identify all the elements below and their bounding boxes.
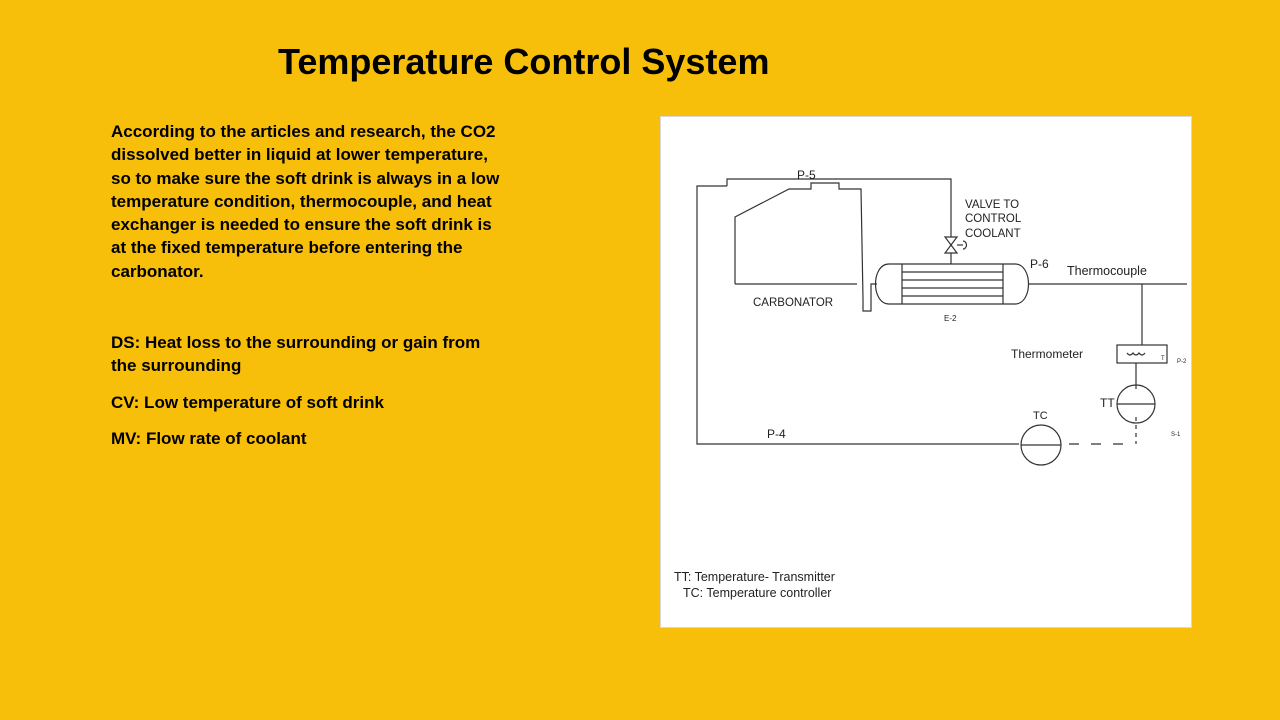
label-valve-3: COOLANT bbox=[965, 228, 1021, 240]
heat-exchanger-e2 bbox=[875, 263, 1029, 305]
label-valve-1: VALVE TO bbox=[965, 199, 1019, 211]
legend-tt: TT: Temperature- Transmitter bbox=[674, 570, 835, 584]
label-tc: TC bbox=[1033, 410, 1048, 422]
intro-line: exchanger is needed to ensure the soft d… bbox=[111, 215, 492, 235]
ds-line: the surrounding bbox=[111, 356, 242, 375]
manipulated-variable-text: MV: Flow rate of coolant bbox=[111, 429, 307, 448]
intro-line: temperature condition, thermocouple, and… bbox=[111, 191, 492, 211]
valve-icon-lower bbox=[943, 244, 959, 254]
legend-tc: TC: Temperature controller bbox=[683, 586, 831, 600]
process-diagram: P-5 VALVE TO CONTROL COOLANT P-6 Thermoc… bbox=[660, 116, 1192, 628]
intro-line: carbonator. bbox=[111, 261, 204, 281]
ds-line: DS: Heat loss to the surrounding or gain… bbox=[111, 333, 481, 352]
label-p4: P-4 bbox=[767, 427, 786, 441]
intro-line: so to make sure the soft drink is always… bbox=[111, 168, 500, 188]
slide-title: Temperature Control System bbox=[278, 41, 770, 82]
label-thermometer-t: T bbox=[1161, 356, 1165, 362]
label-s1: S-1 bbox=[1171, 432, 1181, 438]
label-p6: P-6 bbox=[1030, 257, 1049, 271]
pipe-p5-top bbox=[726, 178, 952, 237]
label-valve-2: CONTROL bbox=[965, 213, 1022, 225]
label-tt: TT bbox=[1100, 396, 1115, 410]
disturbance-text: DS: Heat loss to the surrounding or gain… bbox=[111, 331, 551, 377]
valve-icon bbox=[943, 236, 959, 246]
controlled-variable-text: CV: Low temperature of soft drink bbox=[111, 393, 384, 412]
pipe-p5 bbox=[696, 185, 1019, 445]
label-p2: P-2 bbox=[1177, 359, 1187, 365]
carbonator-vessel bbox=[734, 182, 864, 300]
label-carbonator: CARBONATOR bbox=[753, 297, 833, 309]
label-thermocouple: Thermocouple bbox=[1067, 264, 1147, 278]
label-thermometer: Thermometer bbox=[1011, 347, 1083, 361]
intro-paragraph: According to the articles and research, … bbox=[111, 120, 551, 283]
intro-line: at the fixed temperature before entering… bbox=[111, 238, 463, 258]
intro-line: dissolved better in liquid at lower temp… bbox=[111, 145, 488, 165]
label-p5: P-5 bbox=[797, 168, 816, 182]
process-diagram-svg: P-5 VALVE TO CONTROL COOLANT P-6 Thermoc… bbox=[674, 168, 1187, 600]
intro-line: According to the articles and research, … bbox=[111, 122, 496, 141]
thermometer-icon bbox=[1116, 344, 1168, 364]
label-e2: E-2 bbox=[944, 314, 957, 323]
